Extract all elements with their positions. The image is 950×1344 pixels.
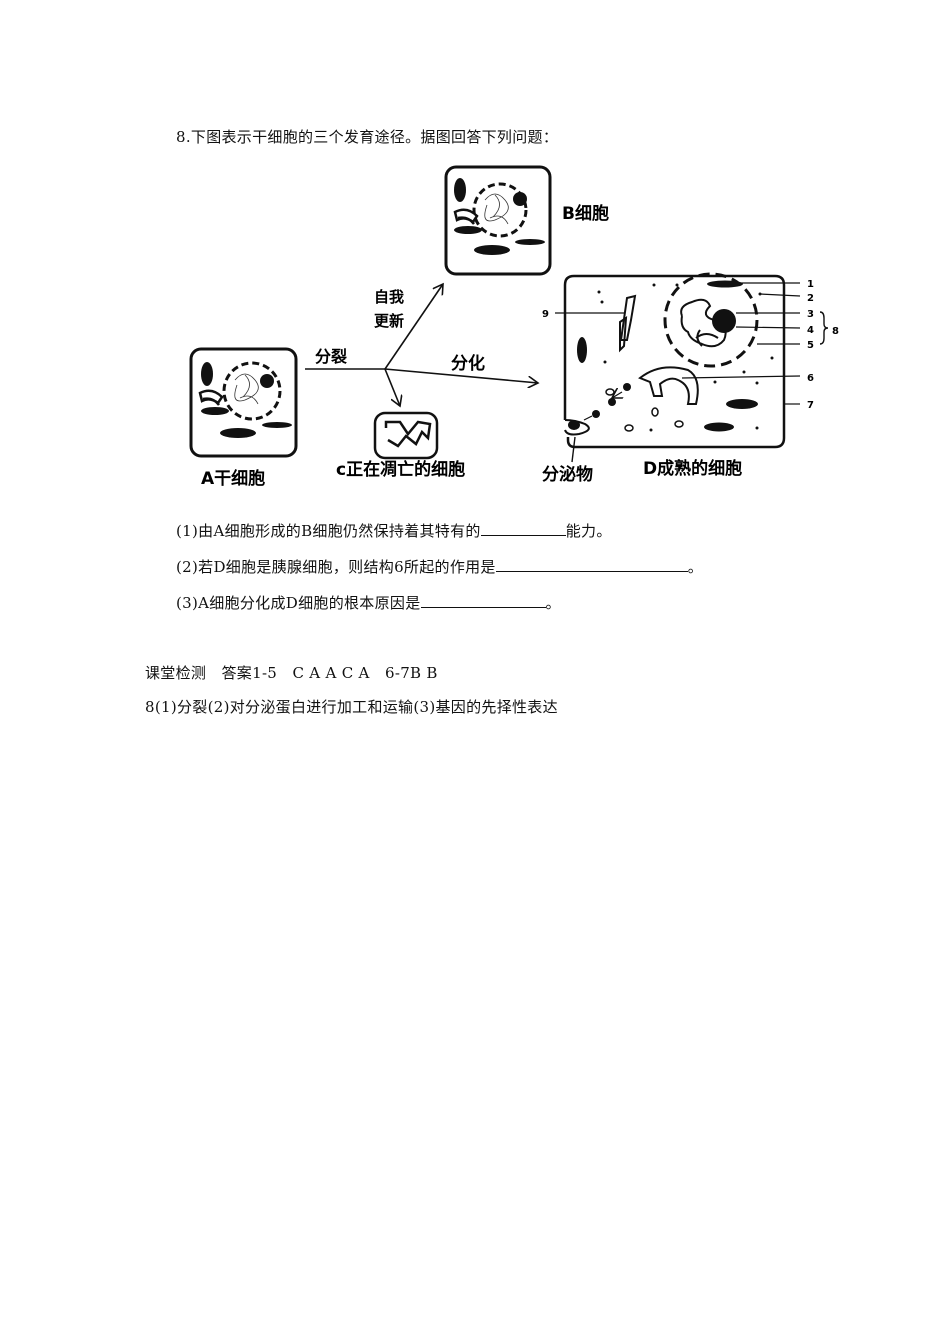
answer-blank-3[interactable]: [420, 592, 546, 608]
divide-label: 分裂: [315, 347, 347, 366]
stem-cell-diagram: B细胞 A干细胞 分裂 自我 更新 分化 c正在凋亡的细胞: [189, 165, 839, 489]
structure-number-1: 1: [807, 279, 814, 290]
structure-number-6: 6: [807, 373, 814, 384]
self-renew-arrow: [384, 284, 443, 370]
structure-number-4: 4: [807, 325, 814, 336]
answer-key-line-2: 8(1)分裂(2)对分泌蛋白进行加工和运输(3)基因的先择性表达: [145, 698, 558, 716]
apoptosis-arrow: [384, 368, 400, 406]
sub-question-3: (3)A细胞分化成D细胞的根本原因是。: [176, 592, 561, 612]
sub-question-1: (1)由A细胞形成的B细胞仍然保持着其特有的能力。: [176, 520, 612, 540]
structure-number-3: 3: [807, 309, 814, 320]
self-renew-label-2: 更新: [374, 312, 404, 330]
question-title: 8.下图表示干细胞的三个发育途径。据图回答下列问题：: [176, 128, 559, 146]
structure-number-2: 2: [807, 293, 814, 304]
cell-b-label: B细胞: [562, 203, 609, 224]
cell-d-label: D成熟的细胞: [643, 458, 742, 479]
cell-c-label: c正在凋亡的细胞: [336, 459, 465, 480]
structure-number-7: 7: [807, 400, 814, 411]
differentiate-label: 分化: [451, 353, 485, 374]
differentiate-arrow: [384, 368, 538, 383]
cell-a-label: A干细胞: [201, 468, 265, 489]
cell-c-diagram: [373, 411, 439, 460]
structure-number-8: 8: [832, 326, 839, 337]
secretion-label: 分泌物: [542, 464, 593, 485]
sub-question-2: (2)若D细胞是胰腺细胞，则结构6所起的作用是。: [176, 556, 704, 576]
cell-a-diagram: [189, 347, 298, 458]
answer-blank-1[interactable]: [480, 520, 566, 536]
structure-number-9: 9: [542, 309, 549, 320]
cell-d-diagram: [555, 272, 829, 463]
answer-key-line-1: 课堂检测 答案1-5 C A A C A 6-7B B: [145, 664, 438, 682]
answer-blank-2[interactable]: [495, 556, 688, 572]
structure-number-5: 5: [807, 340, 814, 351]
self-renew-label-1: 自我: [374, 288, 404, 306]
cell-b-diagram: [444, 165, 552, 276]
